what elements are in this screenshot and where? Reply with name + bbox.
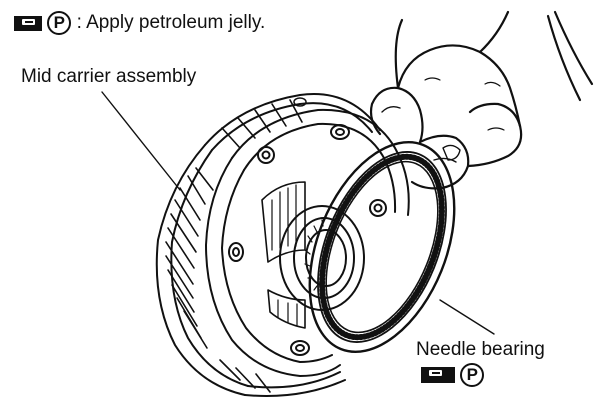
pinion-shaft-holes [228,124,387,356]
legend: P : Apply petroleum jelly. [14,11,265,35]
leader-lines [101,91,495,335]
petroleum-jelly-icon [14,15,42,31]
helical-gear-teeth [165,99,303,393]
leader-mid-carrier [101,91,181,191]
needle-bearing-label: Needle bearing [416,339,545,360]
needle-bearing-symbol-group: P [421,363,485,387]
mid-carrier-assembly [155,93,410,397]
hand [369,10,594,190]
legend-text: : Apply petroleum jelly. [76,12,266,34]
leader-needle-bearing [439,299,495,335]
mid-carrier-label: Mid carrier assembly [21,66,197,87]
needle-bearing [308,141,456,353]
petroleum-jelly-icon [421,367,455,383]
petroleum-jelly-symbol: P [460,363,485,387]
petroleum-jelly-symbol: P [47,11,72,35]
